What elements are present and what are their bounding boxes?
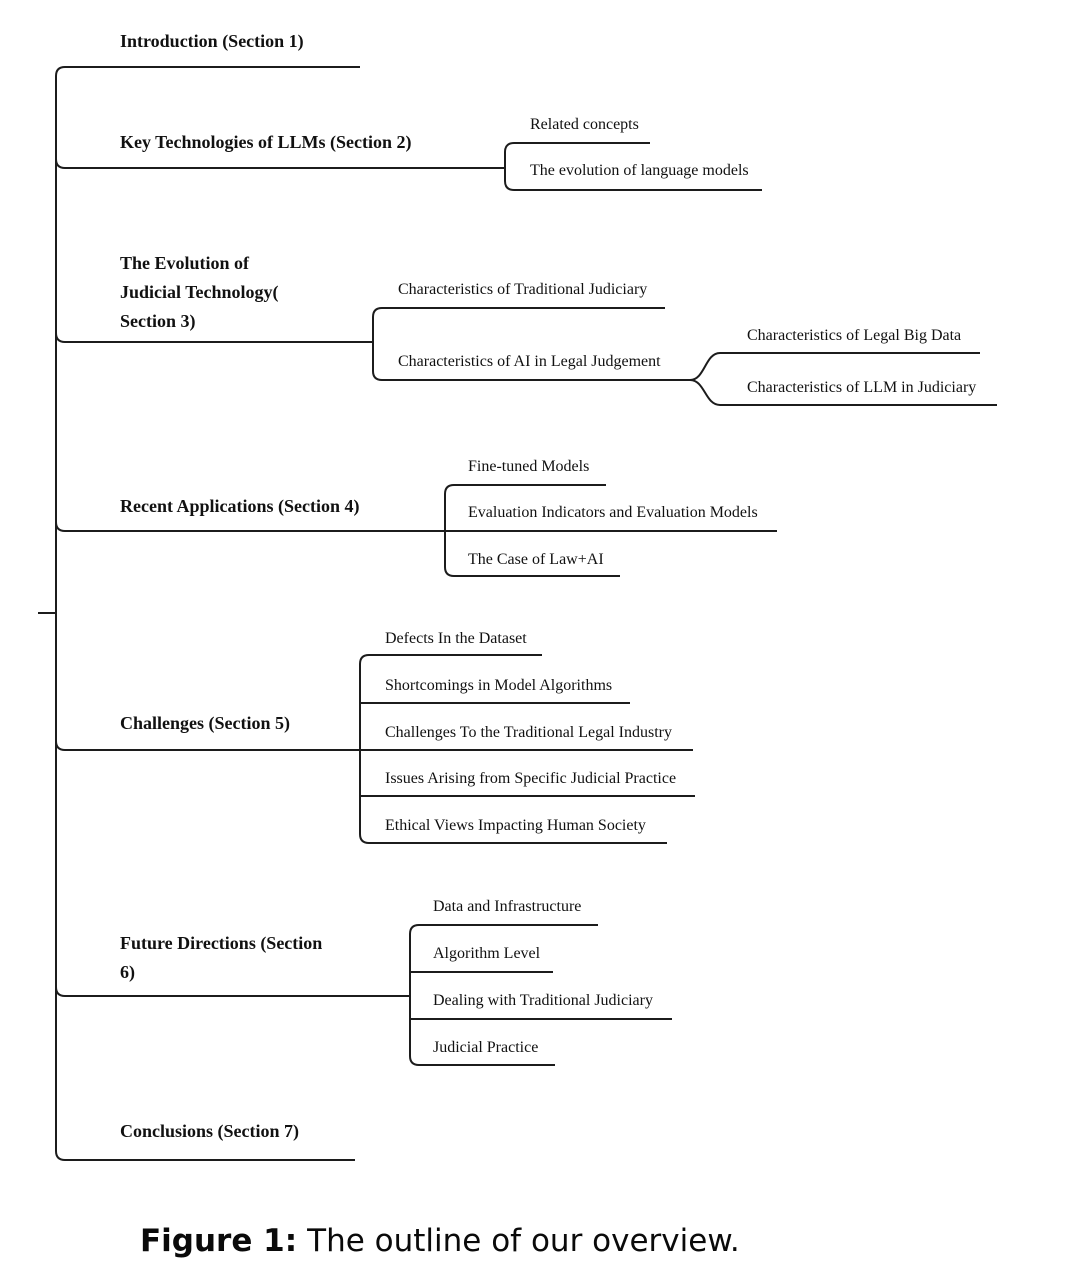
section-title-key-technologies: Key Technologies of LLMs (Section 2) xyxy=(120,132,412,152)
fork-legal-big-data xyxy=(689,352,980,381)
bracket-section6-children xyxy=(409,924,598,1066)
node-judicial-practice: Judicial Practice xyxy=(433,1039,539,1056)
section-title-challenges: Challenges (Section 5) xyxy=(120,713,290,733)
node-ethical-views-human-society: Ethical Views Impacting Human Society xyxy=(385,817,646,834)
section-title-recent-applications: Recent Applications (Section 4) xyxy=(120,496,360,516)
node-data-and-infrastructure: Data and Infrastructure xyxy=(433,898,582,915)
section-title-conclusions: Conclusions (Section 7) xyxy=(120,1121,300,1141)
bracket-section2-children xyxy=(504,142,762,191)
edge-section5 xyxy=(55,740,360,751)
node-characteristics-legal-big-data: Characteristics of Legal Big Data xyxy=(747,327,962,344)
figure-caption-text: The outline of our overview. xyxy=(307,1223,740,1259)
edge-section3 xyxy=(55,332,373,343)
node-characteristics-llm-judiciary: Characteristics of LLM in Judiciary xyxy=(747,379,977,396)
edge-section6 xyxy=(55,986,410,997)
node-defects-in-dataset: Defects In the Dataset xyxy=(385,630,527,647)
node-issues-specific-judicial-practice: Issues Arising from Specific Judicial Pr… xyxy=(385,770,677,787)
section-title-introduction: Introduction (Section 1) xyxy=(120,31,304,51)
node-case-of-law-ai: The Case of Law+AI xyxy=(468,551,604,568)
node-fine-tuned-models: Fine-tuned Models xyxy=(468,458,590,475)
node-characteristics-traditional-judiciary: Characteristics of Traditional Judiciary xyxy=(398,281,648,298)
edge-section4 xyxy=(55,521,445,532)
node-shortcomings-model-algorithms: Shortcomings in Model Algorithms xyxy=(385,677,613,694)
fork-llm-in-judiciary xyxy=(689,379,997,406)
node-evolution-language-models: The evolution of language models xyxy=(530,162,749,179)
node-related-concepts: Related concepts xyxy=(530,116,639,133)
node-challenges-traditional-legal-industry: Challenges To the Traditional Legal Indu… xyxy=(385,724,672,741)
section-title-future-directions: Future Directions (Section 6) xyxy=(120,933,323,982)
node-characteristics-ai-legal-judgement: Characteristics of AI in Legal Judgement xyxy=(398,353,661,370)
node-algorithm-level: Algorithm Level xyxy=(433,945,541,962)
figure-caption: Figure 1:The outline of our overview. xyxy=(140,1222,740,1260)
bracket-section3-children xyxy=(372,307,690,381)
edge-section2 xyxy=(55,158,505,169)
figure-caption-label: Figure 1: xyxy=(140,1223,298,1259)
node-dealing-traditional-judiciary: Dealing with Traditional Judiciary xyxy=(433,992,653,1009)
node-evaluation-indicators-models: Evaluation Indicators and Evaluation Mod… xyxy=(468,504,758,521)
section-title-evolution-judicial-technology: The Evolution of Judicial Technology( Se… xyxy=(120,253,279,331)
